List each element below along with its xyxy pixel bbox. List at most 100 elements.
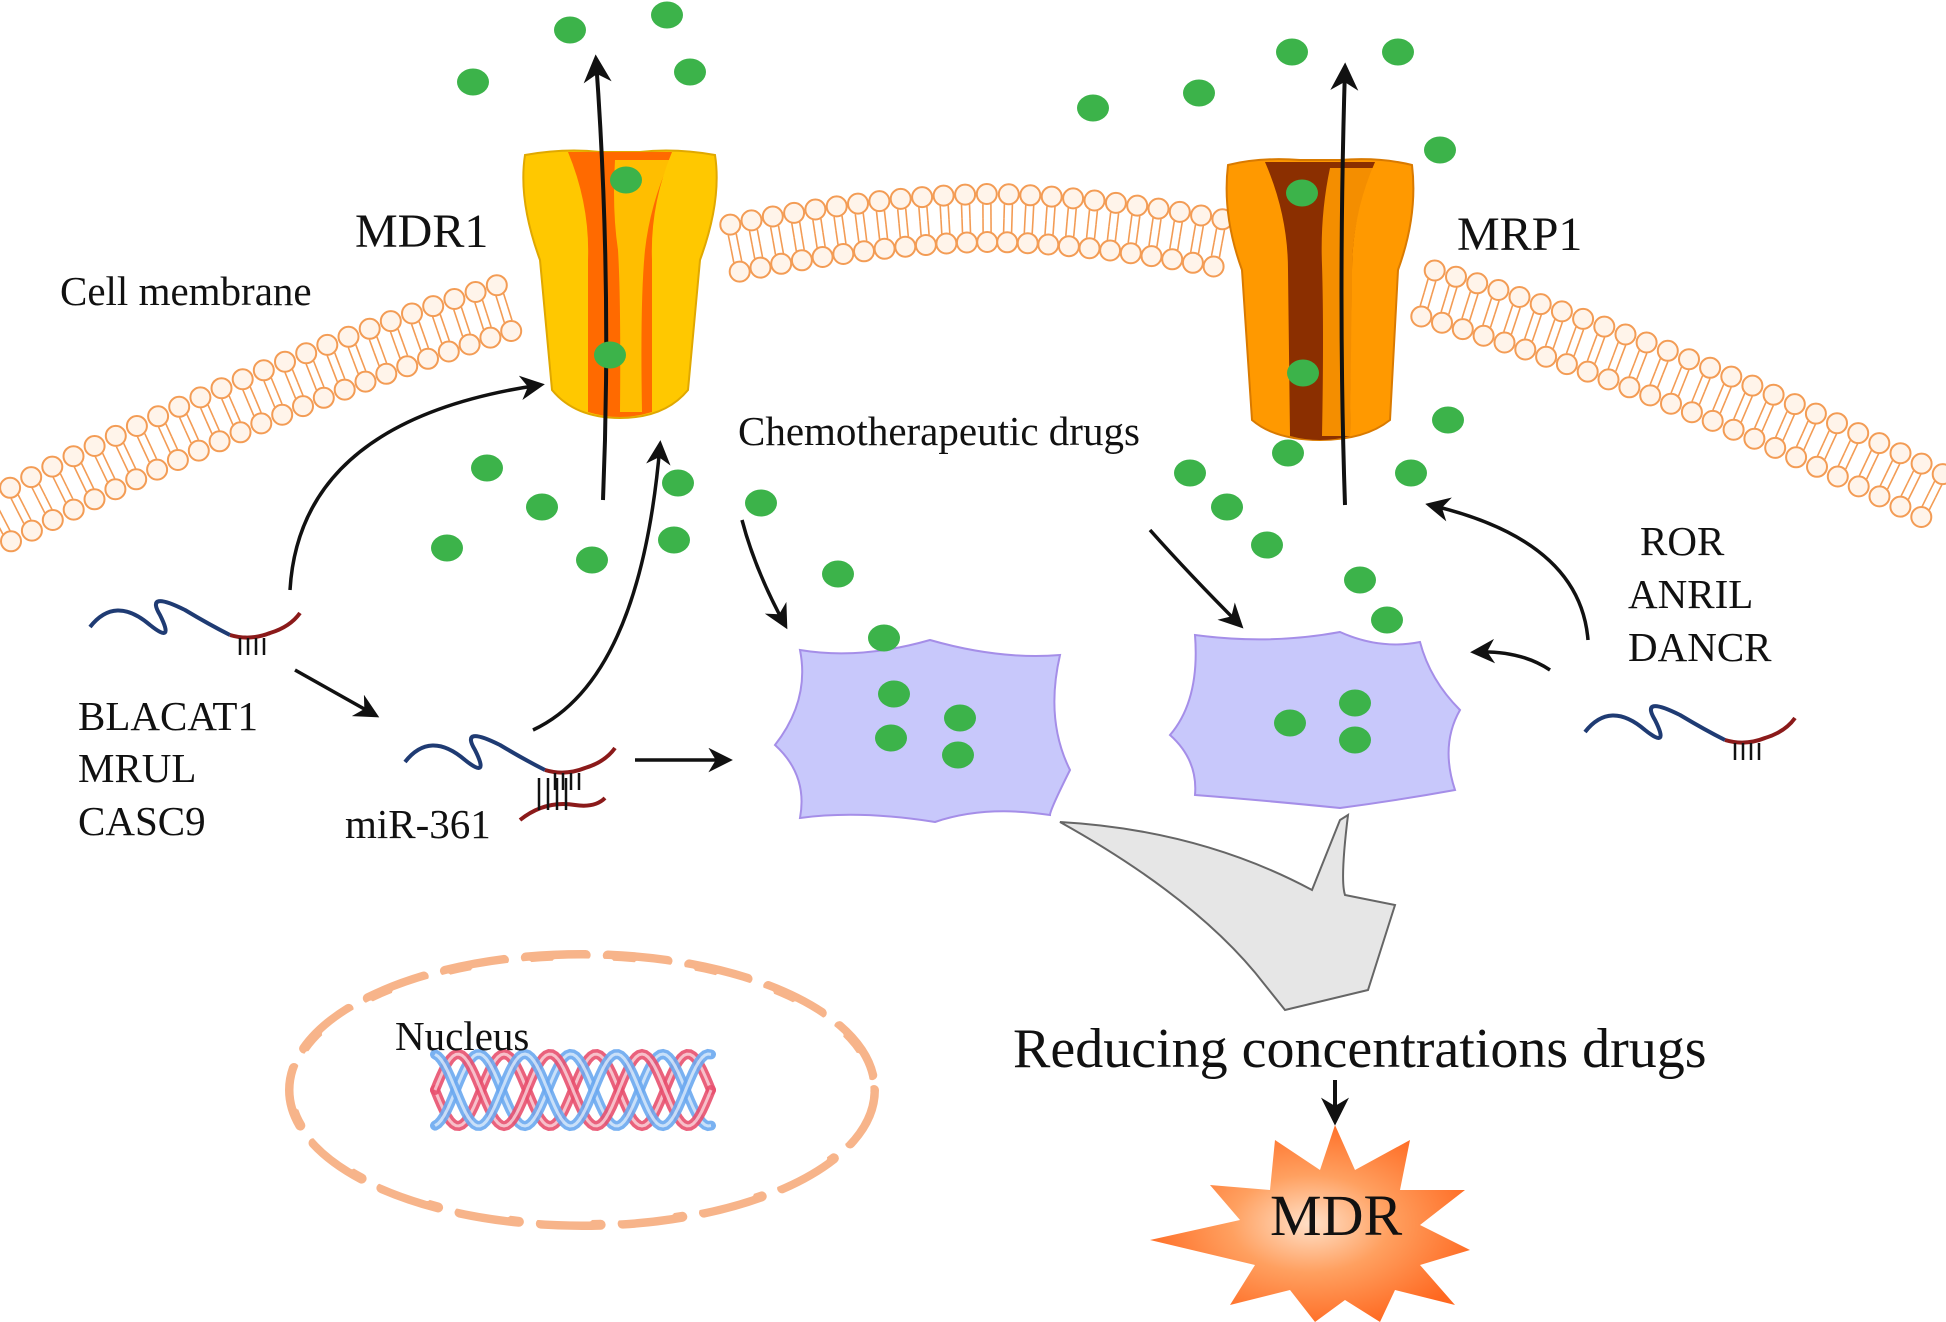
- lipid-head: [1847, 422, 1870, 445]
- lipid-tail: [1865, 466, 1874, 480]
- lipid-tail: [780, 239, 785, 254]
- lipid-tail: [186, 413, 194, 428]
- lipid-tail: [1837, 452, 1846, 467]
- lipid-tail: [1461, 304, 1467, 319]
- lipid-head: [976, 231, 999, 253]
- lipid-tail: [1148, 231, 1152, 246]
- drug-dot: [1287, 359, 1319, 387]
- lipid-tail: [1116, 213, 1120, 228]
- lipid-tail: [1934, 484, 1943, 498]
- lipid-tail: [1740, 408, 1748, 423]
- drug-dot: [878, 680, 910, 708]
- lipid-tail: [249, 386, 257, 401]
- lipid-tail: [1892, 463, 1901, 477]
- mir-to-mdr1-arrow: [532, 440, 671, 732]
- lipid-tail: [854, 214, 858, 228]
- lnc-right-label-1: ROR: [1640, 518, 1725, 564]
- drug-dot: [1183, 79, 1215, 107]
- mirna-strand: [518, 796, 607, 822]
- lipid-head: [1576, 360, 1599, 383]
- lipid-tail: [1053, 206, 1056, 221]
- drug-dot: [1274, 709, 1306, 737]
- lipid-tail: [1536, 314, 1543, 329]
- lipid-tail: [1670, 379, 1678, 394]
- lipid-tail: [1127, 228, 1131, 243]
- lipid-tail: [17, 494, 26, 508]
- lipid-head: [316, 333, 339, 356]
- lipid-tail: [1482, 311, 1488, 326]
- lipid-head: [1487, 279, 1510, 301]
- lipid-tail: [347, 347, 355, 361]
- lipid-head: [1762, 383, 1785, 406]
- lipid-tail: [402, 342, 409, 356]
- nucleus-envelope-inner: [293, 958, 871, 1222]
- lipid-head: [312, 386, 335, 409]
- lipid-tail: [373, 352, 380, 367]
- lipid-tail: [178, 417, 187, 431]
- lipid-tail: [1218, 243, 1223, 258]
- lipid-tail: [1024, 204, 1027, 220]
- drug-dot: [1077, 94, 1109, 122]
- drug-dot: [1424, 136, 1456, 164]
- lipid-head: [1168, 200, 1191, 223]
- lipid-tail: [333, 352, 341, 367]
- lipid-tail: [1808, 423, 1817, 438]
- lipid-head: [210, 377, 233, 400]
- lipid-tail: [1759, 401, 1767, 416]
- lipid-tail: [418, 321, 425, 336]
- lipid-tail: [1565, 339, 1572, 354]
- lipid-tail: [1150, 217, 1154, 232]
- lipid-head: [41, 455, 64, 478]
- lipid-tail: [1072, 222, 1076, 237]
- lipid-tail: [1586, 347, 1593, 362]
- lipid-tail: [457, 322, 464, 337]
- lipid-tail: [1087, 209, 1091, 224]
- lipid-tail: [0, 509, 5, 519]
- lipid-head: [252, 359, 275, 382]
- lipid-tail: [906, 222, 910, 237]
- lipid-head: [804, 198, 827, 221]
- lipid-tail: [883, 210, 887, 225]
- lipid-tail: [1906, 470, 1915, 484]
- lipid-tail: [1544, 332, 1551, 347]
- lipid-head: [1826, 465, 1849, 488]
- lipid-head: [889, 187, 912, 210]
- lipid-tail: [772, 240, 777, 255]
- lipid-head: [229, 421, 252, 444]
- lipid-tail: [1156, 232, 1160, 247]
- lncrna-right-icon: [1583, 704, 1797, 760]
- lipid-tail: [877, 225, 881, 240]
- lipid-tail: [453, 309, 459, 324]
- lipid-tail: [748, 230, 753, 245]
- lipid-tail: [727, 235, 732, 250]
- lipid-head: [932, 184, 955, 207]
- lipid-tail: [268, 393, 276, 408]
- lipid-tail: [444, 327, 451, 342]
- lipid-tail: [856, 227, 860, 242]
- lipid-tail: [1698, 391, 1706, 405]
- lipid-tail: [410, 324, 417, 338]
- lipid-tail: [862, 212, 866, 228]
- lipid-tail: [1473, 293, 1479, 308]
- lipid-head: [847, 192, 869, 215]
- lipid-tail: [149, 445, 158, 460]
- lipid-tail: [822, 232, 826, 247]
- lipid-head: [1451, 318, 1474, 341]
- lipid-tail: [777, 225, 782, 240]
- lipid-tail: [1510, 320, 1517, 335]
- lipid-tail: [1774, 424, 1783, 438]
- lipid-tail: [1431, 280, 1437, 295]
- lipid-head: [1062, 187, 1085, 210]
- lipid-head: [1614, 323, 1637, 346]
- lipid-tail: [474, 302, 480, 317]
- lipid-head: [1099, 239, 1122, 262]
- lipid-tail: [397, 328, 404, 343]
- lipid-tail: [1489, 313, 1496, 328]
- lipid-tail: [381, 349, 388, 364]
- dna-strand-highlight: [434, 1052, 712, 1128]
- lipid-tail: [1129, 214, 1133, 230]
- lipid-head: [1785, 446, 1808, 469]
- lipid-head: [166, 449, 189, 471]
- lipid-tail: [735, 233, 740, 248]
- lipid-head: [396, 355, 419, 378]
